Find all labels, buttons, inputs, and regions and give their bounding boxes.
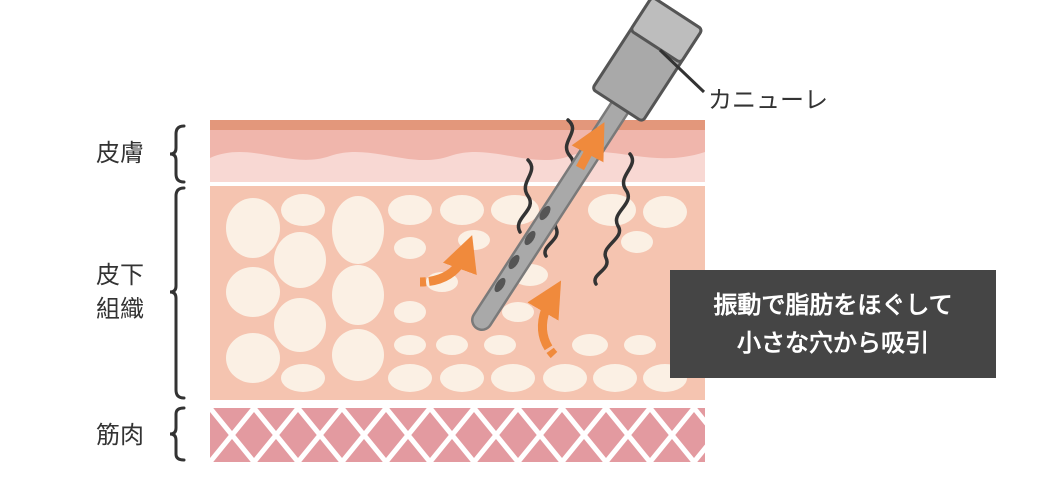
subcutaneous-label: 皮下 組織 — [96, 258, 144, 326]
layer-brackets — [169, 124, 186, 462]
cannula-label: カニューレ — [708, 86, 828, 114]
subcutaneous-label-line2: 組織 — [96, 295, 144, 323]
skin-layer — [210, 120, 705, 182]
callout-line1: 振動で脂肪をほぐして — [713, 291, 953, 319]
cannula-handle — [592, 0, 703, 122]
flow-arrows — [419, 122, 605, 359]
subcutaneous-label-line1: 皮下 — [96, 261, 144, 289]
callout-line2: 小さな穴から吸引 — [737, 329, 929, 357]
muscle-label: 筋肉 — [96, 421, 144, 449]
callout-box: 振動で脂肪をほぐして 小さな穴から吸引 — [670, 270, 996, 378]
skin-label: 皮膚 — [96, 139, 144, 167]
fat-layer — [210, 186, 705, 400]
cannula-label-leader — [658, 48, 706, 94]
muscle-layer — [210, 408, 705, 462]
